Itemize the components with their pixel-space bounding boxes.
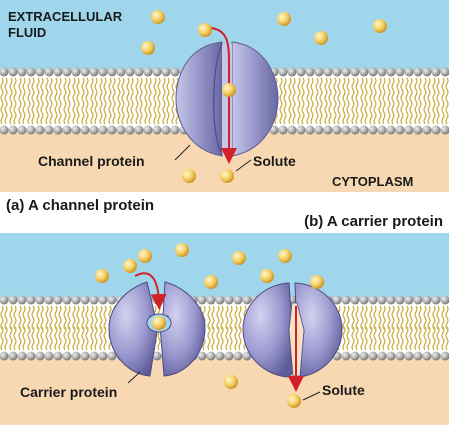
solutes-b xyxy=(95,243,324,408)
carrier-protein-label: Carrier protein xyxy=(20,384,117,400)
solute-particle xyxy=(232,251,246,265)
solute-particle xyxy=(222,83,236,97)
extracellular-fluid-label-line1: EXTRACELLULAR xyxy=(8,9,123,24)
lipid-bilayer-b xyxy=(0,295,449,361)
channel-protein xyxy=(175,41,279,157)
solute-particle xyxy=(373,19,387,33)
solute-particle xyxy=(287,394,301,408)
solute-particle xyxy=(310,275,324,289)
cytoplasm-b xyxy=(0,356,449,425)
solute-particle xyxy=(204,275,218,289)
solute-particle xyxy=(141,41,155,55)
panel-a-caption: (a) A channel protein xyxy=(6,197,154,214)
solute-particle xyxy=(151,10,165,24)
solute-particle xyxy=(175,243,189,257)
solute-path-arrow-a xyxy=(210,27,237,164)
solute-entry-arrow-b xyxy=(134,272,167,310)
carrier-protein-open-outside xyxy=(108,281,206,377)
solute-particle xyxy=(277,12,291,26)
extracellular-fluid-b xyxy=(0,233,449,300)
channel-protein-label: Channel protein xyxy=(38,153,145,169)
solutes-a xyxy=(141,10,387,183)
solute-particle xyxy=(152,316,166,330)
solute-particle xyxy=(220,169,234,183)
extracellular-fluid-label-line2: FLUID xyxy=(8,25,46,40)
solute-particle xyxy=(278,249,292,263)
solute-particle xyxy=(224,375,238,389)
panel-b-caption: (b) A carrier protein xyxy=(304,213,443,230)
solute-label-a: Solute xyxy=(253,153,296,169)
solute-particle xyxy=(314,31,328,45)
solute-label-b: Solute xyxy=(322,382,365,398)
solute-particle xyxy=(95,269,109,283)
solute-particle xyxy=(260,269,274,283)
solute-particle xyxy=(138,249,152,263)
carrier-protein-open-inside xyxy=(242,282,343,378)
solute-particle xyxy=(182,169,196,183)
cytoplasm-label: CYTOPLASM xyxy=(332,174,413,189)
solute-particle xyxy=(198,23,212,37)
solute-particle xyxy=(123,259,137,273)
